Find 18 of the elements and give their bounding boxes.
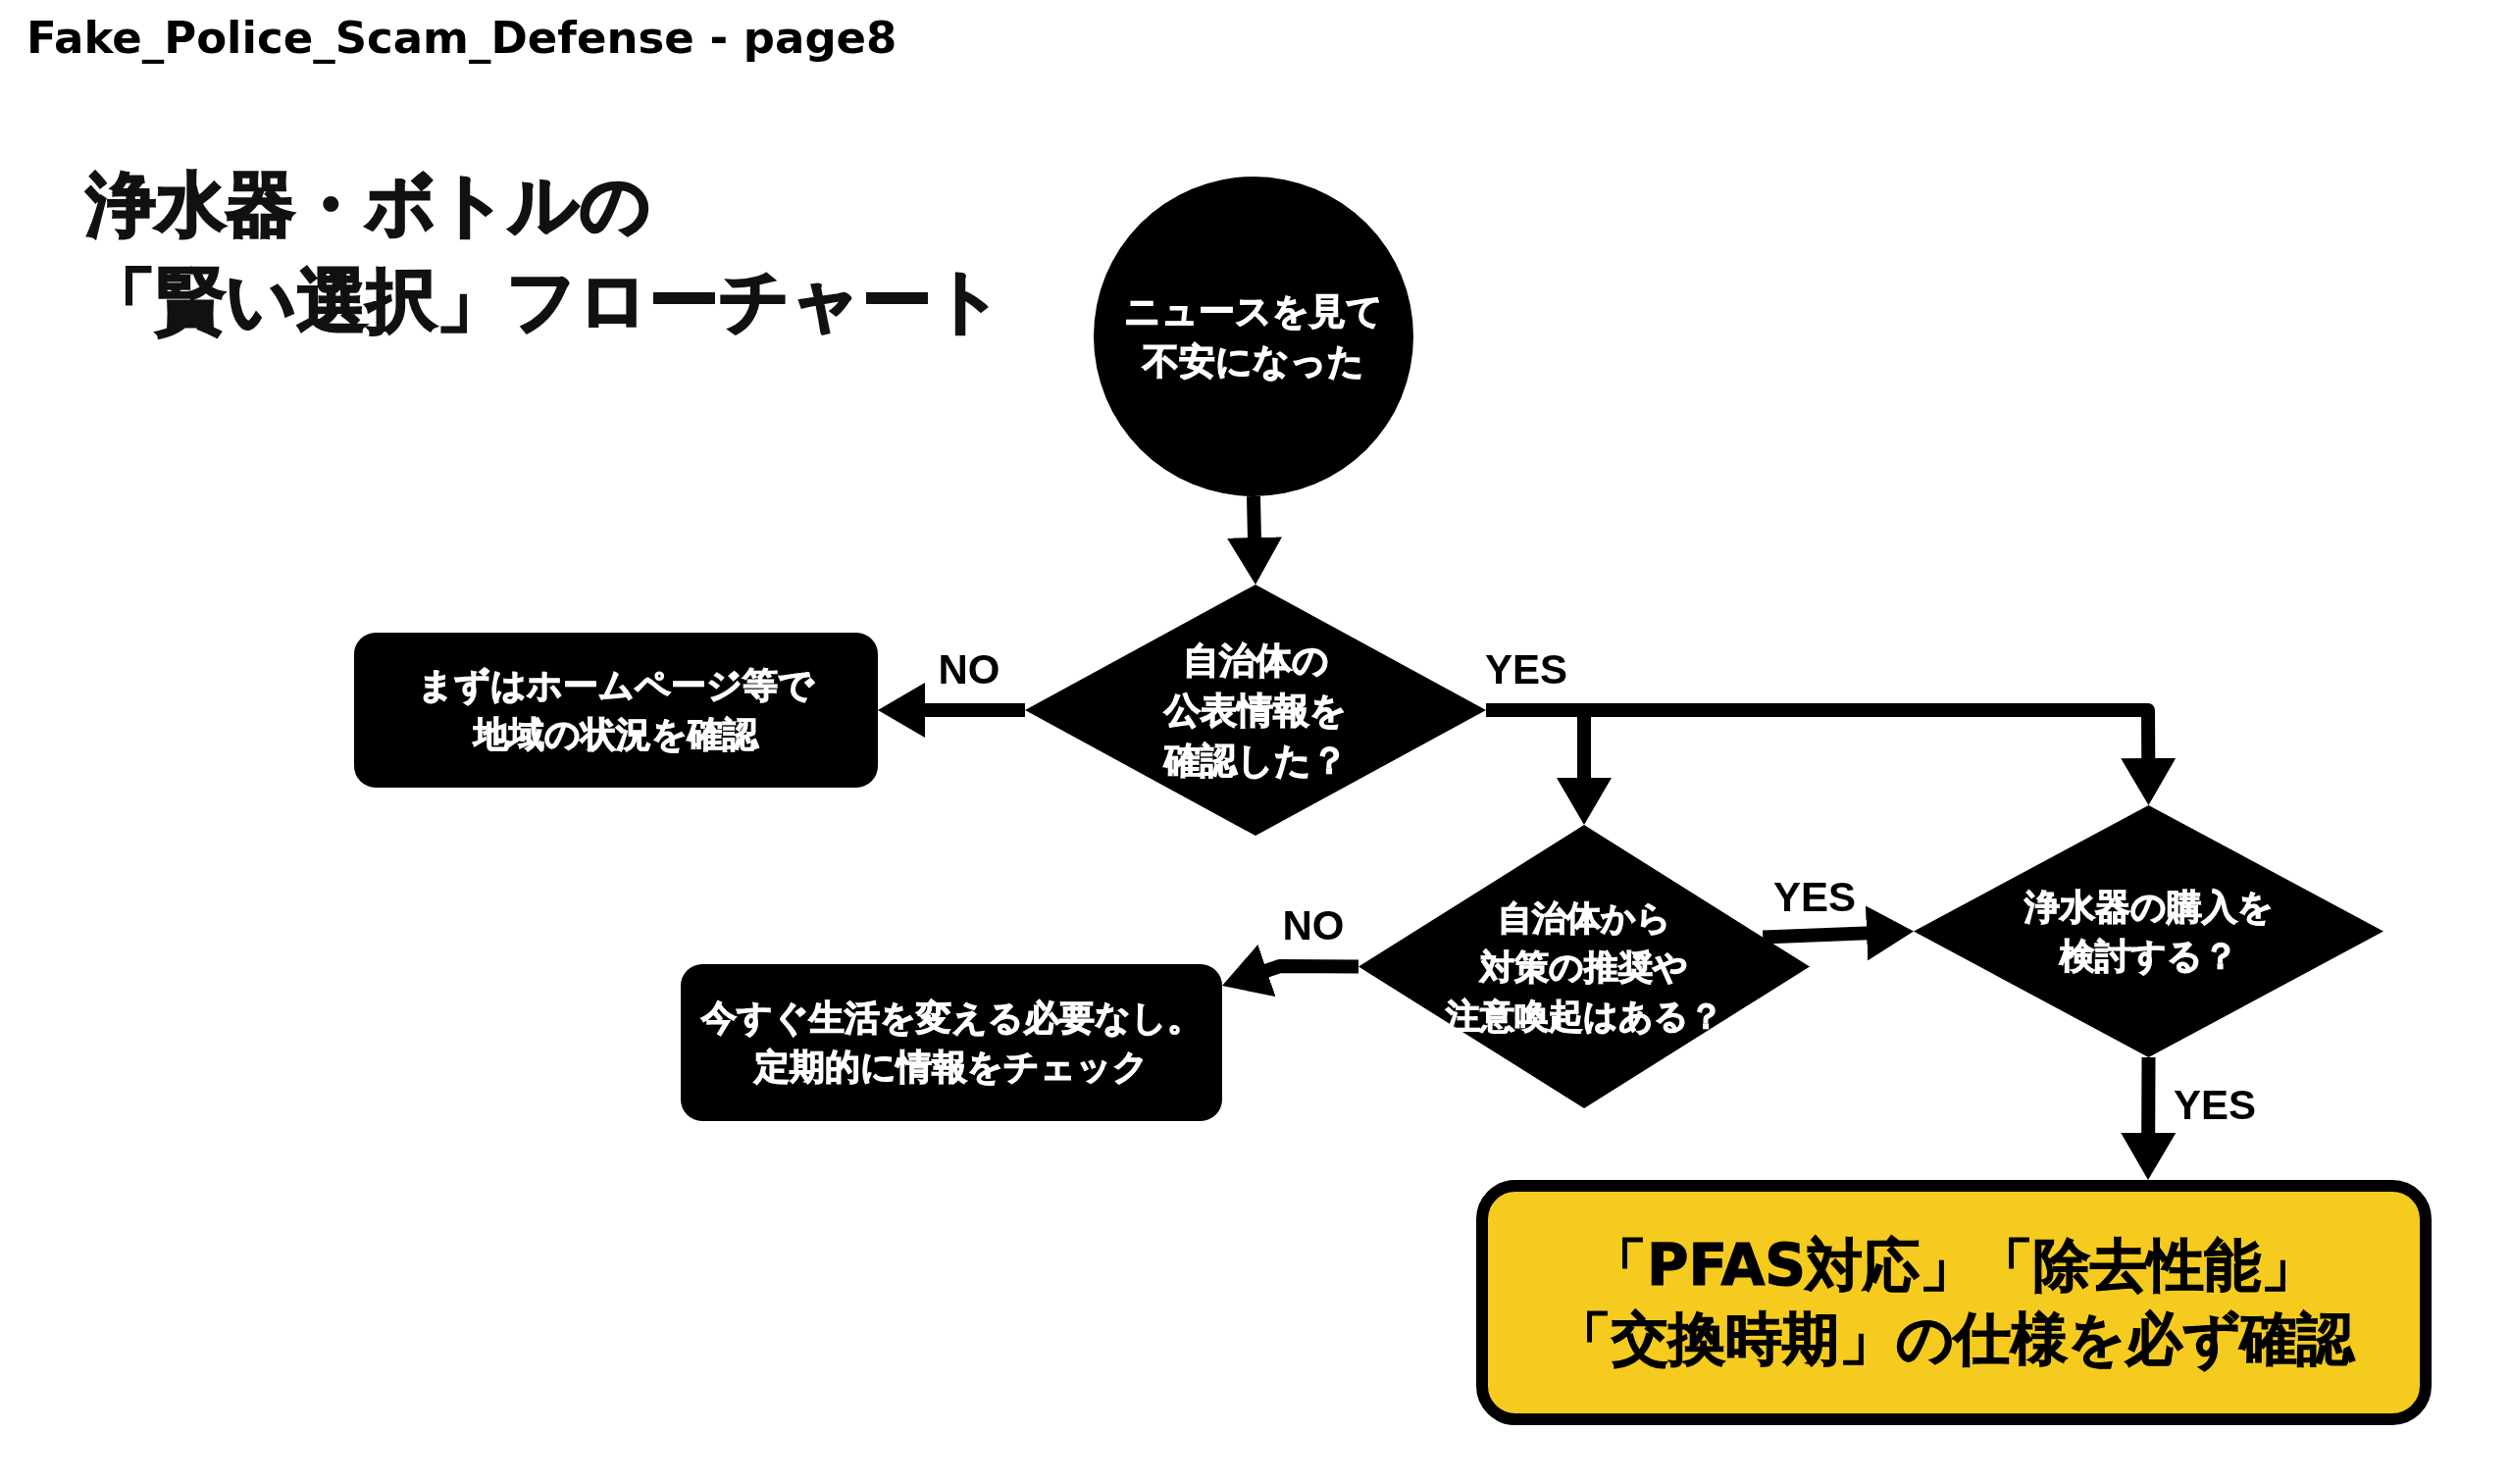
arrow [1226,495,1282,586]
arrow [1219,945,1359,998]
node-text: ニュースを見て不安になった [1124,289,1383,384]
decision-diamond [1025,585,1486,836]
diagram-title: 浄水器・ボトルの「賢い選択」フローチャート [86,163,1003,343]
decision-diamond [1914,805,2383,1057]
node-text: まずはホームページ等で地域の状況を確認 [418,664,814,756]
arrow [878,683,1025,738]
arrow [2121,1056,2177,1181]
arrow [1762,905,1915,961]
node-text: 自治体の公表情報を確認した？ [1163,638,1348,784]
process-box [681,964,1222,1121]
node-text: 「PFAS対応」「除去性能」「交換時期」の仕様を必ず確認 [1554,1231,2354,1374]
result-box [1476,1180,2432,1425]
page-heading: Fake_Police_Scam_Defense - page8 [26,12,897,64]
node-text: 今すぐ生活を変える必要なし。定期的に情報をチェック [700,997,1203,1089]
node-text: 浄水器の購入を検討する？ [2024,885,2274,978]
process-box [354,633,878,788]
